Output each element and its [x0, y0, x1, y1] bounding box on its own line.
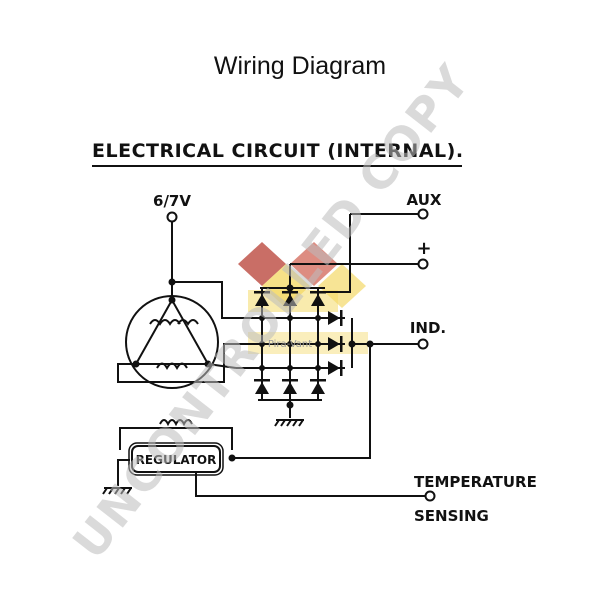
- heading-underline: [92, 165, 462, 167]
- field-coil: [159, 419, 193, 427]
- regulator-box: [131, 445, 221, 473]
- label-6v7v: 6/7V: [153, 192, 191, 210]
- terminal-posts: [166, 208, 436, 502]
- logo-text: Pira-Vant: [268, 339, 312, 350]
- label-aux: AUX: [407, 191, 442, 209]
- terminal-temperature: [424, 490, 436, 502]
- page-title: Wiring Diagram: [213, 52, 387, 80]
- terminal-aux: [417, 208, 429, 220]
- terminal-ind: [417, 338, 429, 350]
- label-temperature: TEMPERATURE: [414, 473, 537, 491]
- terminal-6v7v: [166, 211, 178, 223]
- regulator-ground-icon: [102, 487, 132, 495]
- label-ind: IND.: [410, 319, 446, 337]
- stator-junctions: [132, 296, 212, 368]
- coil-right: [177, 319, 199, 326]
- watermark-text: UNCONTROLLED COPY: [62, 54, 481, 569]
- rectifier-diodes-upper: [254, 291, 326, 306]
- bridge-ground-icon: [274, 419, 304, 427]
- coil-bottom: [156, 362, 188, 371]
- label-sensing: SENSING: [414, 507, 489, 525]
- terminal-plus: [417, 258, 429, 270]
- junction-dots: [168, 278, 374, 462]
- circuit-heading: ELECTRICAL CIRCUIT (INTERNAL).: [92, 140, 464, 162]
- label-plus: +: [416, 238, 431, 259]
- coil-left: [149, 319, 181, 326]
- rectifier-diodes-lower: [254, 379, 326, 394]
- diode-trio: [328, 310, 343, 376]
- regulator-outline: [128, 442, 224, 476]
- delta-triangle: [134, 297, 210, 365]
- regulator-label: REGULATOR: [136, 453, 217, 467]
